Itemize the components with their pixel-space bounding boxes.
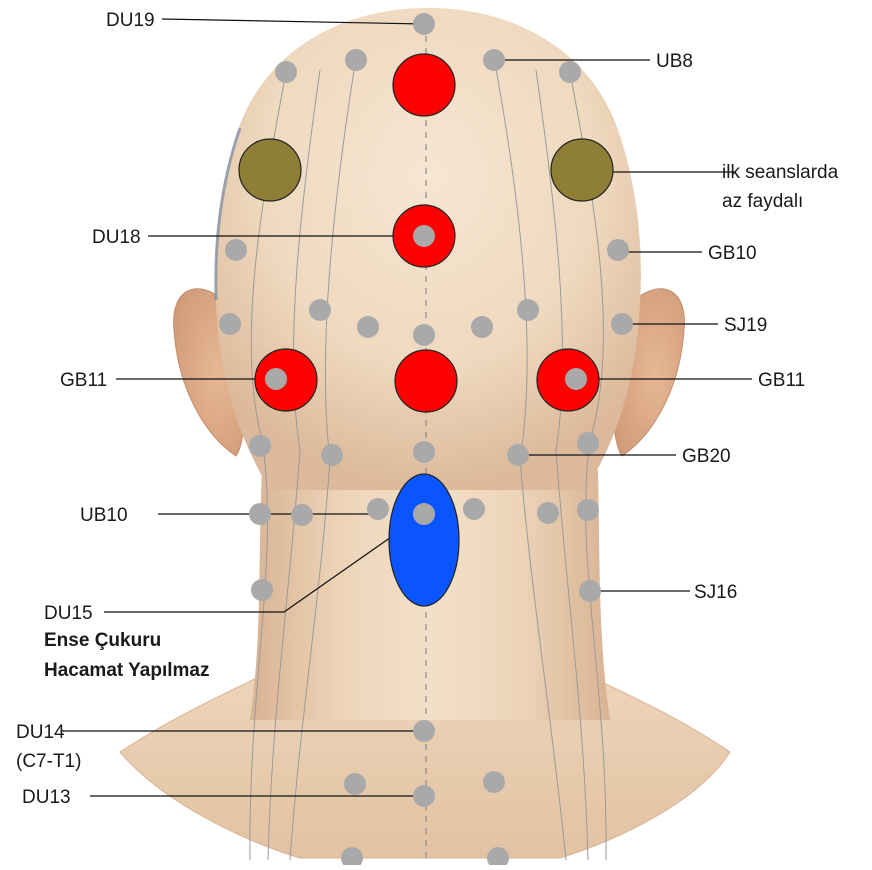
label-du14-sub: (C7-T1) [16, 751, 81, 772]
label-warning-line1: Ense Çukuru [44, 630, 161, 651]
point-du14 [413, 720, 435, 742]
label-du14: DU14 [16, 722, 65, 743]
point-l2 [357, 316, 379, 338]
label-gb11-left: GB11 [60, 370, 107, 391]
less-useful-point-left [239, 139, 301, 201]
forbidden-zone-ense-cukuru [389, 474, 459, 606]
point-l6 [291, 504, 313, 526]
point-r3 [577, 432, 599, 454]
less-useful-point-right [551, 139, 613, 201]
label-warning-line2: Hacamat Yapılmaz [44, 660, 209, 681]
label-gb20: GB20 [682, 446, 731, 467]
point-sj16 [579, 580, 601, 602]
label-ub8: UB8 [656, 51, 693, 72]
point-l8 [344, 773, 366, 795]
point-sj19 [611, 313, 633, 335]
point-r1 [517, 299, 539, 321]
point-du13 [413, 785, 435, 807]
point-gb11-right [565, 368, 587, 390]
point-upper-right-outer [559, 61, 581, 83]
point-mid [413, 324, 435, 346]
cupping-point-top [393, 54, 455, 116]
point-l1 [309, 299, 331, 321]
point-l5 [249, 503, 271, 525]
point-r8 [483, 771, 505, 793]
label-du18: DU18 [92, 227, 141, 248]
point-gb20 [507, 444, 529, 466]
point-du18 [413, 225, 435, 247]
point-ub10 [367, 498, 389, 520]
label-ub10: UB10 [80, 505, 128, 526]
point-r4 [463, 498, 485, 520]
label-sj16: SJ16 [694, 582, 737, 603]
point-top-left [345, 49, 367, 71]
label-note-line1: ilk seanslarda [722, 162, 839, 183]
point-l3 [249, 435, 271, 457]
cupping-point-center [395, 350, 457, 412]
point-left-temple [225, 239, 247, 261]
label-note-line2: az faydalı [722, 191, 803, 212]
label-gb11-right: GB11 [758, 370, 805, 391]
point-r2 [471, 316, 493, 338]
point-du19 [413, 13, 435, 35]
point-left-ear [219, 313, 241, 335]
label-du15: DU15 [44, 603, 93, 624]
label-du13: DU13 [22, 787, 71, 808]
label-gb10: GB10 [708, 243, 757, 264]
point-gb10 [607, 239, 629, 261]
point-l7 [251, 579, 273, 601]
point-du16 [413, 441, 435, 463]
point-r5 [537, 502, 559, 524]
point-gb11-left [265, 368, 287, 390]
point-ub8 [483, 49, 505, 71]
point-upper-left-outer [275, 61, 297, 83]
label-sj19: SJ19 [724, 315, 767, 336]
point-du15 [413, 503, 435, 525]
label-du19: DU19 [106, 10, 155, 31]
point-l4 [321, 444, 343, 466]
point-r6 [577, 499, 599, 521]
